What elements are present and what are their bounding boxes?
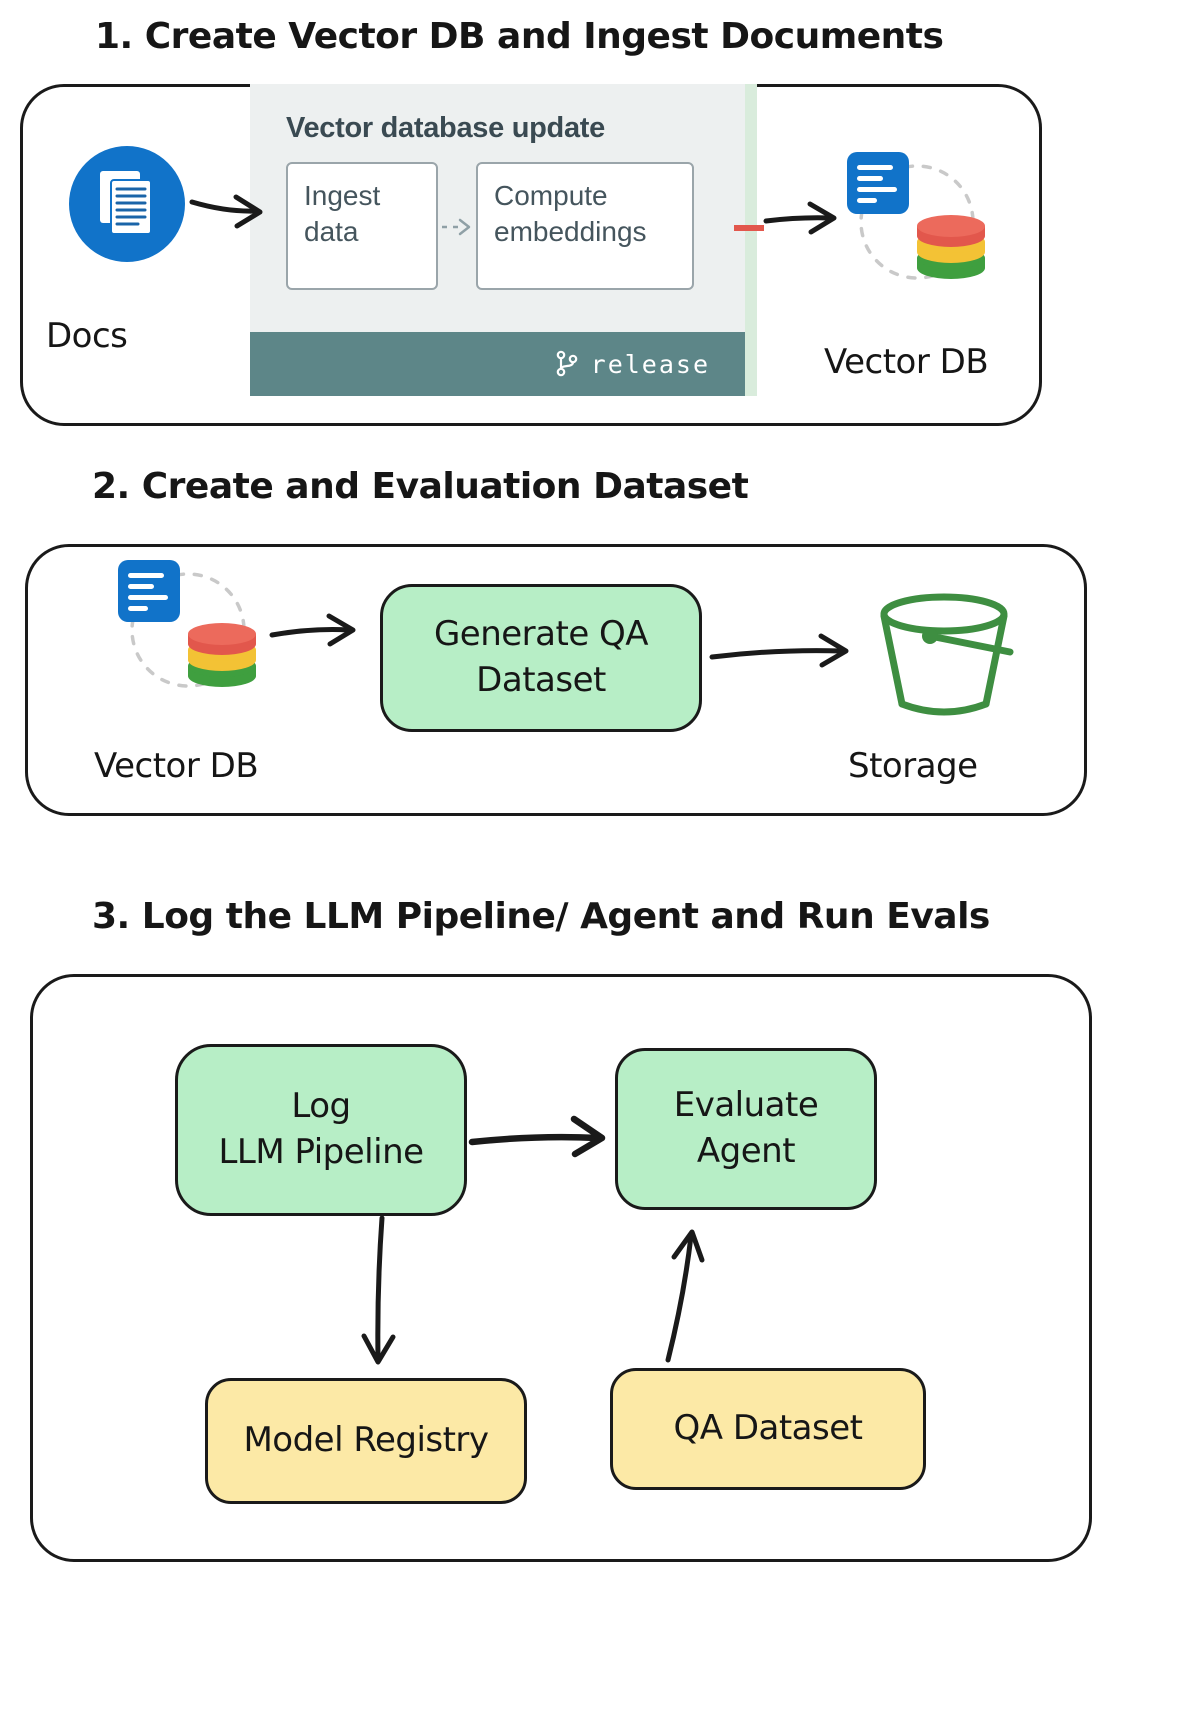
docs-icon (66, 143, 188, 265)
generate-qa-dataset-node: Generate QA Dataset (380, 584, 702, 732)
vector-db-label: Vector DB (824, 342, 989, 382)
node-label-line: Dataset (476, 660, 606, 700)
panel-title: Vector database update (286, 112, 605, 144)
bucket-icon (872, 586, 1020, 722)
docs-label: Docs (46, 316, 128, 356)
node-label-line: Agent (696, 1131, 796, 1171)
panel-edge-strip (745, 84, 757, 396)
vector-db-update-panel: Vector database update Ingest data Compu… (250, 84, 756, 396)
dashed-connector-icon (442, 218, 471, 236)
vector-db-icon (845, 152, 995, 292)
git-branch-icon (556, 350, 577, 377)
node-label-line: Log (291, 1086, 351, 1127)
qa-dataset-node: QA Dataset (610, 1368, 926, 1490)
node-label-line: Generate QA (433, 614, 649, 655)
log-llm-pipeline-node: Log LLM Pipeline (175, 1044, 467, 1216)
node-label-line: LLM Pipeline (218, 1132, 424, 1172)
section-1-title: 1. Create Vector DB and Ingest Documents (95, 16, 944, 57)
model-registry-node: Model Registry (205, 1378, 527, 1504)
node-label: Model Registry (243, 1420, 489, 1461)
release-bar: release (250, 332, 756, 396)
node-label: QA Dataset (673, 1408, 863, 1449)
compute-embeddings-node: Compute embeddings (476, 162, 694, 290)
evaluate-agent-node: Evaluate Agent (615, 1048, 877, 1210)
ingest-data-node: Ingest data (286, 162, 438, 290)
section-2-title: 2. Create and Evaluation Dataset (92, 466, 749, 507)
vector-db-icon (116, 560, 266, 700)
vector-db-label: Vector DB (94, 746, 259, 786)
section-3-title: 3. Log the LLM Pipeline/ Agent and Run E… (92, 896, 990, 937)
release-label: release (590, 349, 710, 379)
red-connector-stub (734, 225, 764, 231)
storage-label: Storage (848, 746, 978, 786)
node-label-line: Evaluate (673, 1085, 819, 1126)
